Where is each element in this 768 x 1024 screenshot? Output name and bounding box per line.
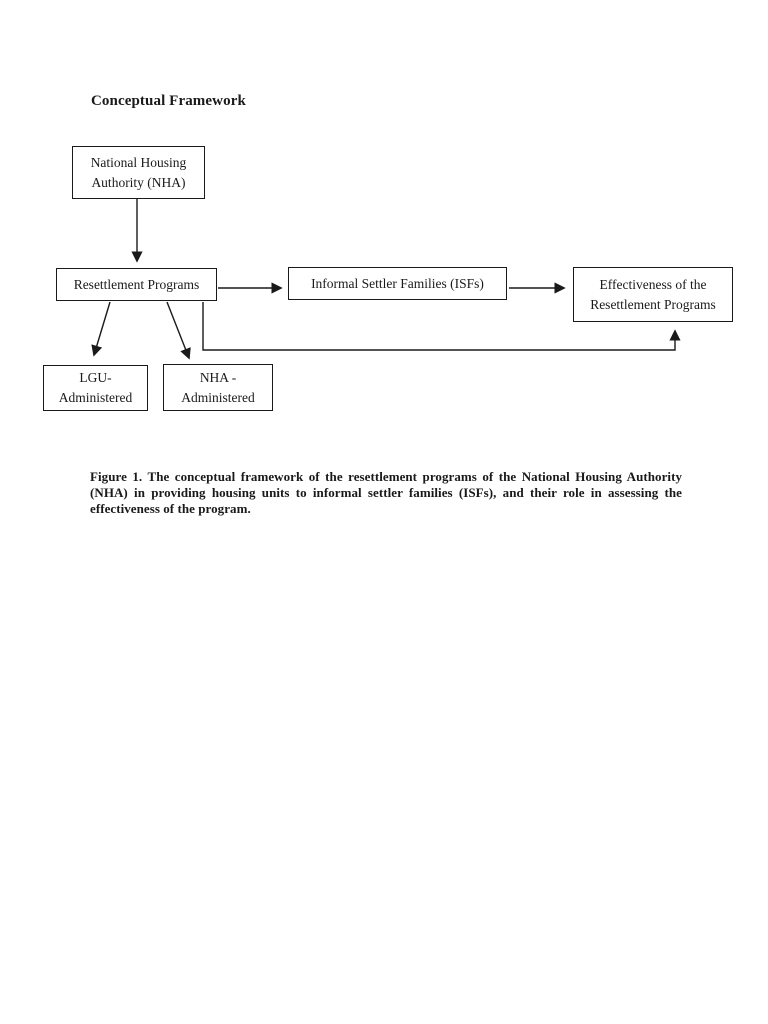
box-label-line: National Housing [90, 154, 187, 170]
box-nha-administered: NHA - Administered [163, 364, 273, 411]
box-label-line: NHA - [199, 369, 237, 385]
arrow-resettlement-to-nha-admin [166, 301, 191, 360]
arrow-resettlement-feedback-to-effectiveness [202, 302, 681, 351]
box-national-housing-authority: National Housing Authority (NHA) [72, 146, 205, 199]
section-heading: Conceptual Framework [91, 93, 246, 109]
box-informal-settler-families: Informal Settler Families (ISFs) [288, 267, 507, 300]
box-resettlement-programs: Resettlement Programs [56, 268, 217, 301]
arrow-resettlement-to-lgu [91, 301, 111, 357]
box-label-line: LGU- [79, 370, 112, 385]
box-label-line: Resettlement Programs [73, 276, 200, 292]
box-lgu-administered: LGU- Administered [43, 365, 148, 411]
figure-caption: Figure 1. The conceptual framework of th… [90, 469, 682, 516]
box-label-line: Administered [58, 390, 133, 405]
box-label-line: Effectiveness of the [599, 276, 707, 292]
box-effectiveness-of-resettlement-programs: Effectiveness of the Resettlement Progra… [573, 267, 733, 322]
box-label-line: Administered [181, 389, 255, 405]
box-label-line: Informal Settler Families (ISFs) [311, 275, 484, 291]
box-label-line: Authority (NHA) [91, 174, 186, 190]
box-label-line: Resettlement Programs [590, 296, 716, 312]
